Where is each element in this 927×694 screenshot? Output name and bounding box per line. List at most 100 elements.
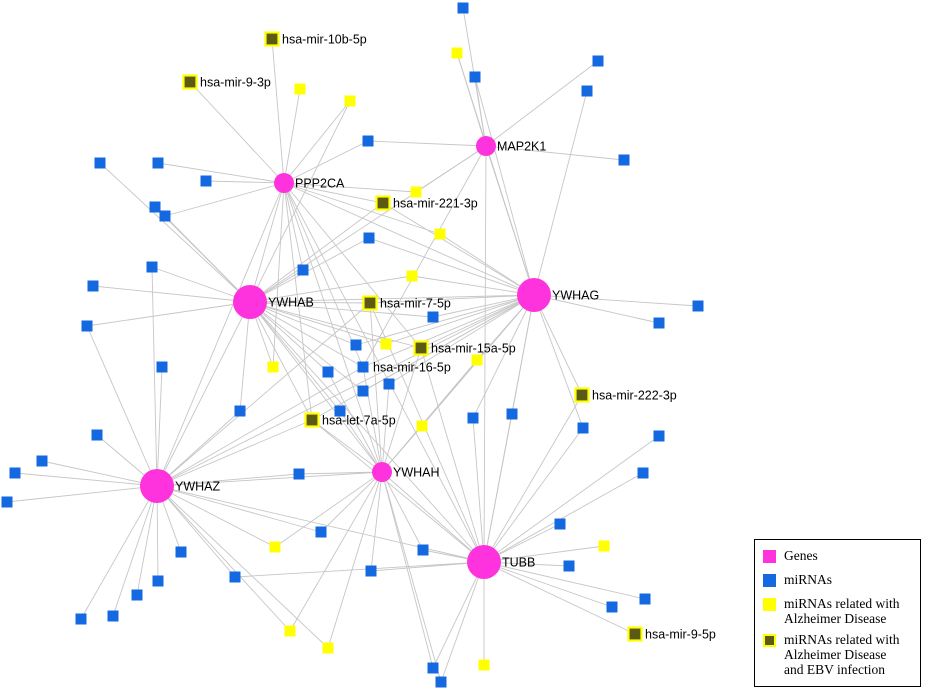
alzheimer-mirna-node[interactable] bbox=[284, 625, 296, 637]
mirna-node[interactable] bbox=[427, 662, 439, 674]
mirna-node[interactable] bbox=[1, 496, 13, 508]
mirna-node[interactable] bbox=[175, 546, 187, 558]
network-edge bbox=[283, 182, 535, 296]
network-edge bbox=[474, 76, 487, 147]
mirna-node-hsa-mir-221-3p[interactable] bbox=[375, 195, 391, 211]
mirna-node[interactable] bbox=[506, 408, 518, 420]
legend-ebv-line1: miRNAs related with bbox=[784, 632, 900, 647]
mirna-node[interactable] bbox=[156, 361, 168, 373]
mirna-node[interactable] bbox=[234, 405, 246, 417]
mirna-node[interactable] bbox=[94, 157, 106, 169]
alzheimer-mirna-node[interactable] bbox=[416, 420, 428, 432]
mirna-node[interactable] bbox=[427, 311, 439, 323]
mirna-node[interactable] bbox=[383, 378, 395, 390]
gene-node-ywhag[interactable] bbox=[517, 278, 551, 312]
network-edge bbox=[283, 182, 417, 193]
mirna-node[interactable] bbox=[293, 468, 305, 480]
network-edge bbox=[156, 485, 276, 548]
mirna-node[interactable] bbox=[75, 613, 87, 625]
mirna-node[interactable] bbox=[581, 85, 593, 97]
mirna-node[interactable] bbox=[639, 593, 651, 605]
mirna-node[interactable] bbox=[146, 261, 158, 273]
gene-label-ywhab: YWHAB bbox=[268, 296, 314, 310]
mirna-node[interactable] bbox=[152, 575, 164, 587]
alzheimer-mirna-node[interactable] bbox=[380, 338, 392, 350]
alzheimer-mirna-node[interactable] bbox=[269, 541, 281, 553]
mirna-node[interactable] bbox=[229, 571, 241, 583]
mirna-node[interactable] bbox=[577, 422, 589, 434]
mirna-node[interactable] bbox=[606, 601, 618, 613]
alzheimer-mirna-node[interactable] bbox=[471, 354, 483, 366]
mirna-node-hsa-mir-9-3p[interactable] bbox=[182, 74, 198, 90]
mirna-node[interactable] bbox=[152, 157, 164, 169]
mirna-node[interactable] bbox=[322, 366, 334, 378]
mirna-node[interactable] bbox=[554, 518, 566, 530]
gene-node-ppp2ca[interactable] bbox=[274, 173, 294, 193]
network-edge bbox=[156, 485, 322, 533]
mirna-node[interactable] bbox=[350, 339, 362, 351]
alzheimer-mirna-node[interactable] bbox=[344, 95, 356, 107]
alzheimer-mirna-node[interactable] bbox=[410, 186, 422, 198]
mirna-node[interactable] bbox=[107, 610, 119, 622]
gene-node-ywhab[interactable] bbox=[233, 285, 267, 319]
mirna-node[interactable] bbox=[692, 300, 704, 312]
mirna-node[interactable] bbox=[357, 385, 369, 397]
gene-node-ywhah[interactable] bbox=[372, 462, 392, 482]
mirna-node[interactable] bbox=[81, 320, 93, 332]
mirna-node[interactable] bbox=[149, 201, 161, 213]
mirna-node-hsa-mir-10b-5p[interactable] bbox=[264, 31, 280, 47]
mirna-node[interactable] bbox=[653, 317, 665, 329]
network-edge bbox=[283, 140, 369, 184]
mirna-node[interactable] bbox=[469, 71, 481, 83]
network-edge bbox=[474, 76, 535, 296]
mirna-node[interactable] bbox=[200, 175, 212, 187]
mirna-node[interactable] bbox=[467, 412, 479, 424]
network-edge bbox=[533, 294, 699, 307]
alzheimer-mirna-node[interactable] bbox=[598, 540, 610, 552]
mirna-node[interactable] bbox=[592, 55, 604, 67]
mirna-node[interactable] bbox=[457, 2, 469, 14]
alzheimer-mirna-node[interactable] bbox=[478, 659, 490, 671]
mirna-node[interactable] bbox=[87, 280, 99, 292]
mirna-node[interactable] bbox=[159, 210, 171, 222]
mirna-node[interactable] bbox=[653, 430, 665, 442]
mirna-node-hsa-let-7a-5p[interactable] bbox=[304, 412, 320, 428]
mirna-node[interactable] bbox=[297, 264, 309, 276]
network-edge bbox=[6, 485, 158, 503]
alzheimer-mirna-node[interactable] bbox=[406, 270, 418, 282]
gene-node-tubb[interactable] bbox=[467, 545, 501, 579]
mirna-node[interactable] bbox=[36, 455, 48, 467]
gene-node-ywhaz[interactable] bbox=[140, 469, 174, 503]
legend-mirnas-label: miRNAs bbox=[784, 572, 833, 587]
mirna-node[interactable] bbox=[637, 467, 649, 479]
network-edge bbox=[156, 294, 535, 487]
mirna-node[interactable] bbox=[365, 565, 377, 577]
ebv-swatch-icon bbox=[763, 634, 776, 647]
mirna-node[interactable] bbox=[618, 154, 630, 166]
mirna-node-hsa-mir-9-5p[interactable] bbox=[627, 626, 643, 642]
network-edge bbox=[249, 301, 434, 318]
alzheimer-mirna-node[interactable] bbox=[322, 642, 334, 654]
mirna-node[interactable] bbox=[9, 467, 21, 479]
alzheimer-mirna-node[interactable] bbox=[451, 47, 463, 59]
mirna-node-hsa-mir-222-3p[interactable] bbox=[574, 387, 590, 403]
mirna-node-hsa-mir-15a-5p[interactable] bbox=[413, 340, 429, 356]
network-edge bbox=[533, 294, 584, 429]
mirna-node[interactable] bbox=[417, 544, 429, 556]
legend-ebv: miRNAs related with Alzheimer Disease an… bbox=[763, 632, 899, 677]
alzheimer-mirna-node[interactable] bbox=[434, 228, 446, 240]
mirna-node[interactable] bbox=[334, 405, 346, 417]
mirna-node[interactable] bbox=[362, 135, 374, 147]
mirna-node[interactable] bbox=[315, 526, 327, 538]
gene-node-map2k1[interactable] bbox=[476, 136, 496, 156]
mirna-node[interactable] bbox=[563, 560, 575, 572]
alzheimer-mirna-node[interactable] bbox=[294, 83, 306, 95]
mirna-node[interactable] bbox=[363, 232, 375, 244]
mirna-node-hsa-mir-16-5p[interactable] bbox=[357, 361, 369, 373]
mirna-node-hsa-mir-7-5p[interactable] bbox=[362, 295, 378, 311]
mirna-node[interactable] bbox=[131, 589, 143, 601]
mirna-node[interactable] bbox=[435, 676, 447, 688]
network-edge bbox=[439, 233, 535, 296]
alzheimer-mirna-node[interactable] bbox=[267, 361, 279, 373]
mirna-node[interactable] bbox=[91, 429, 103, 441]
